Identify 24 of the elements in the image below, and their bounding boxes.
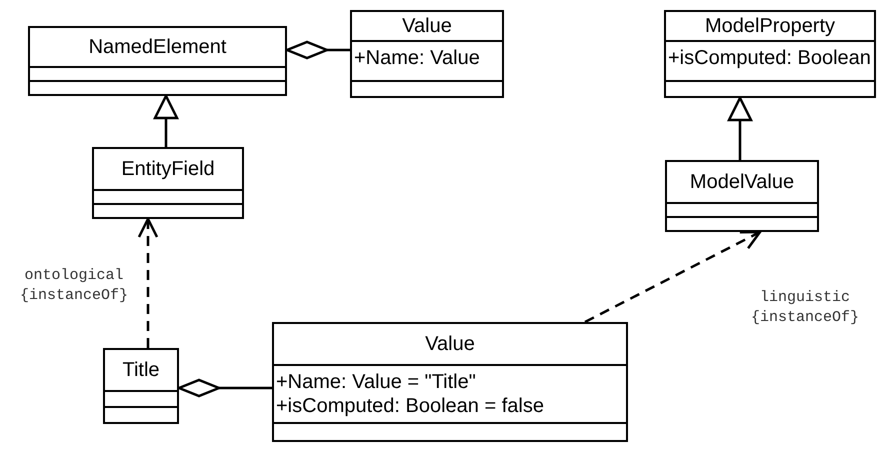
class-name: NamedElement [88,35,226,59]
attribute-text: +Name: Value [353,46,481,70]
class-name: Value [425,332,475,356]
attribute-text: +isComputed: Boolean [667,46,872,70]
class-box [350,10,504,98]
attribute-text: +Name: Value = "Title" [275,370,477,394]
class-name: EntityField [121,157,215,181]
aggregation-line [178,378,272,398]
class-box [92,147,244,219]
class-name: Value [402,14,452,38]
attribute-text: +isComputed: Boolean = false [275,394,545,418]
class-box [665,160,819,232]
class-name: Title [122,358,160,382]
class-name: ModelProperty [704,14,836,38]
dashed-arrow [138,218,158,348]
class-box [28,26,287,96]
class-name: ModelValue [690,170,794,194]
aggregation-line [286,40,350,60]
generalization-arrow [154,94,178,147]
generalization-arrow [728,96,752,160]
class-box [664,10,876,98]
class-box [272,322,628,442]
class-box [103,348,179,424]
dashed-arrow [584,230,762,324]
